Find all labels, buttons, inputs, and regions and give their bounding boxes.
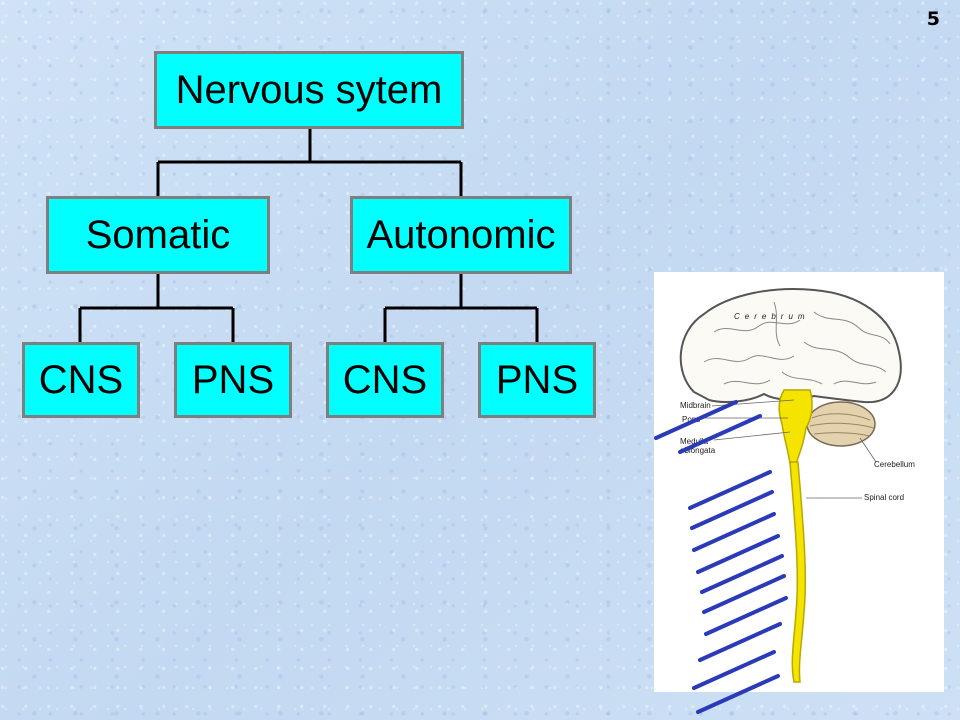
autonomic-pns-node: PNS (478, 342, 596, 418)
spinal-cord-label: Spinal cord (864, 493, 905, 502)
cerebrum-shape (679, 288, 902, 404)
somatic-node: Somatic (46, 196, 270, 274)
brain-drawing (679, 288, 902, 683)
slide-number: 5 (926, 8, 940, 30)
cerebellum-shape (806, 401, 876, 447)
nervous-system-node: Nervous sytem (154, 51, 464, 129)
cerebellum-label: Cerebellum (874, 460, 915, 469)
autonomic-label: Autonomic (366, 212, 556, 257)
medulla-label-line1: Medulla (680, 437, 709, 446)
somatic-pns-label: PNS (191, 357, 275, 402)
somatic-label: Somatic (85, 212, 231, 257)
somatic-pns-node: PNS (174, 342, 292, 418)
autonomic-cns-label: CNS (342, 357, 428, 402)
pons-label: Pons (682, 415, 701, 424)
spinal-cord-shape (789, 461, 807, 683)
autonomic-node: Autonomic (350, 196, 572, 274)
midbrain-label: Midbrain (680, 401, 711, 410)
cerebrum-label: Cerebrum (734, 312, 810, 321)
medulla-label-line2: oblongata (680, 446, 716, 455)
nervous-system-label: Nervous sytem (175, 67, 443, 112)
somatic-cns-node: CNS (22, 342, 140, 418)
autonomic-pns-label: PNS (495, 357, 579, 402)
brain-illustration: Cerebrum Midbrain Pons Medulla oblongata… (654, 272, 944, 692)
autonomic-cns-node: CNS (326, 342, 444, 418)
somatic-cns-label: CNS (38, 357, 124, 402)
